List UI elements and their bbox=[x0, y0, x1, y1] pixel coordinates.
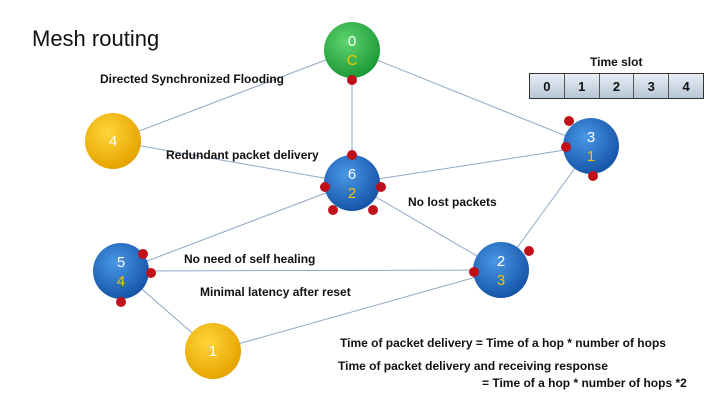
slide-title: Mesh routing bbox=[32, 26, 160, 51]
annotation-redundant: Redundant packet delivery bbox=[166, 148, 319, 162]
formula-response-line1: Time of packet delivery and receiving re… bbox=[338, 359, 608, 373]
node-circle bbox=[93, 243, 149, 299]
node-circle bbox=[473, 242, 529, 298]
connector-dot bbox=[347, 75, 357, 85]
node-5: 54 bbox=[93, 243, 149, 299]
node-slot-label: C bbox=[347, 52, 358, 69]
connector-dot bbox=[320, 182, 330, 192]
timeslot-cell: 2 bbox=[599, 74, 635, 98]
link-3-6 bbox=[351, 145, 592, 184]
connector-dots-layer bbox=[116, 75, 598, 307]
connector-dot bbox=[564, 116, 574, 126]
node-6: 62 bbox=[324, 155, 380, 211]
connector-dot bbox=[376, 182, 386, 192]
link-0-4 bbox=[112, 49, 353, 142]
node-slot-label: 4 bbox=[117, 273, 125, 290]
node-label: 5 bbox=[117, 254, 125, 271]
formula-response-line2: = Time of a hop * number of hops *2 bbox=[482, 376, 687, 390]
node-label: 4 bbox=[109, 133, 117, 150]
node-slot-label: 2 bbox=[348, 185, 356, 202]
node-label: 3 bbox=[587, 129, 595, 146]
node-1: 1 bbox=[185, 323, 241, 379]
node-label: 6 bbox=[348, 166, 356, 183]
node-circle bbox=[324, 155, 380, 211]
node-slot-label: 1 bbox=[587, 148, 595, 165]
connector-dot bbox=[561, 142, 571, 152]
timeslot-heading: Time slot bbox=[590, 55, 643, 69]
node-slot-label: 3 bbox=[497, 272, 505, 289]
connector-dot bbox=[469, 267, 479, 277]
link-0-3 bbox=[351, 49, 592, 147]
node-label: 2 bbox=[497, 253, 505, 270]
annotation-flooding: Directed Synchronized Flooding bbox=[100, 72, 285, 86]
timeslot-table: 0 1 2 3 4 bbox=[529, 73, 704, 99]
node-circle bbox=[563, 118, 619, 174]
connector-dot bbox=[328, 205, 338, 215]
link-5-2 bbox=[120, 269, 502, 272]
node-4: 4 bbox=[85, 113, 141, 169]
connector-dot bbox=[116, 297, 126, 307]
connector-dot bbox=[347, 150, 357, 160]
connector-dot bbox=[368, 205, 378, 215]
connector-dot bbox=[138, 249, 148, 259]
node-label: 1 bbox=[209, 343, 217, 360]
connector-dot bbox=[524, 246, 534, 256]
node-circle bbox=[85, 113, 141, 169]
connector-dot bbox=[588, 171, 598, 181]
node-label: 0 bbox=[348, 33, 356, 50]
link-4-6 bbox=[112, 140, 353, 184]
formula-delivery: Time of packet delivery = Time of a hop … bbox=[340, 336, 666, 350]
timeslot-cell: 0 bbox=[530, 74, 565, 98]
node-circle bbox=[185, 323, 241, 379]
timeslot-cell: 1 bbox=[564, 74, 600, 98]
node-2: 23 bbox=[473, 242, 529, 298]
timeslot-cell: 4 bbox=[669, 74, 703, 98]
annotation-no-healing: No need of self healing bbox=[184, 252, 316, 266]
link-6-2 bbox=[351, 182, 502, 271]
timeslot-cell: 3 bbox=[634, 74, 670, 98]
node-circle bbox=[324, 22, 380, 78]
connector-dot bbox=[146, 268, 156, 278]
link-1-2 bbox=[212, 269, 502, 352]
node-3: 31 bbox=[563, 118, 619, 174]
link-6-5 bbox=[120, 182, 353, 272]
node-0: 0C bbox=[324, 22, 380, 78]
annotation-no-lost: No lost packets bbox=[408, 195, 497, 209]
annotation-latency: Minimal latency after reset bbox=[200, 285, 351, 299]
